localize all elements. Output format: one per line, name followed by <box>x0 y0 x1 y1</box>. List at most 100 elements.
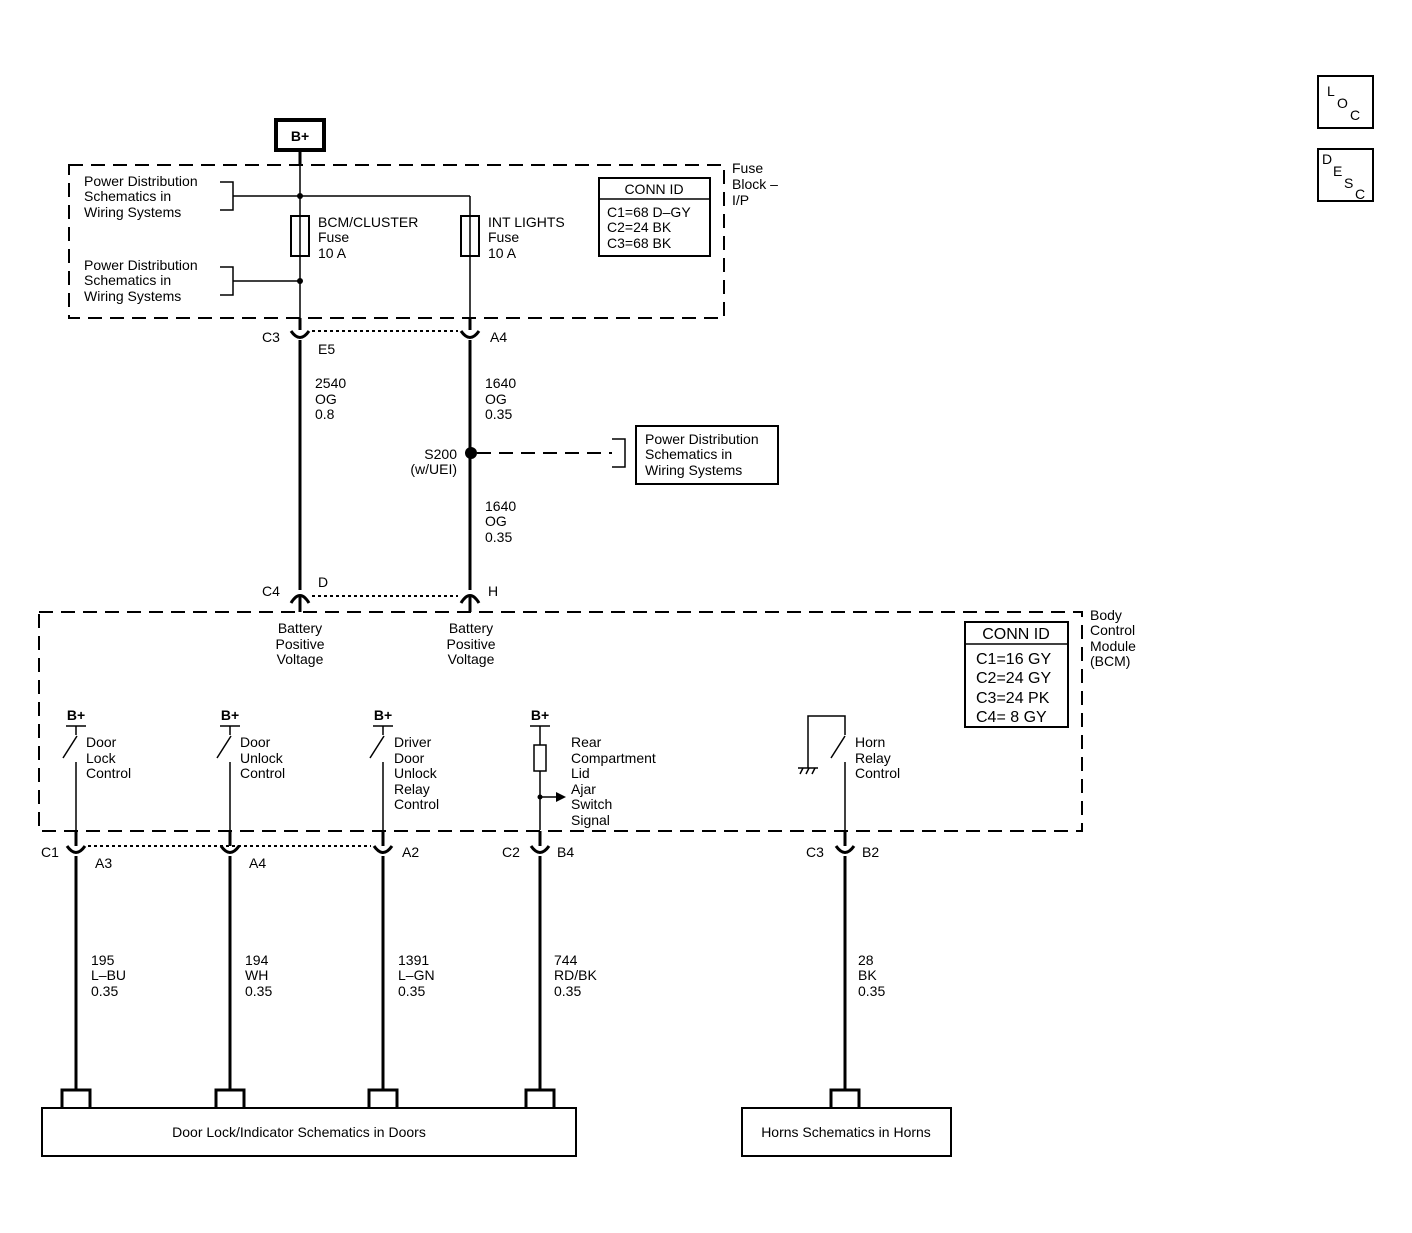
desc-icon[interactable]: D E S C <box>1317 148 1374 202</box>
svg-text:Wiring Systems: Wiring Systems <box>84 288 181 304</box>
svg-text:1640: 1640 <box>485 375 516 391</box>
wire-28-label: 28 BK 0.35 <box>858 952 885 999</box>
pds-reference-1: Power Distribution Schematics in Wiring … <box>84 173 234 220</box>
svg-text:0.35: 0.35 <box>91 983 118 999</box>
svg-text:Compartment: Compartment <box>571 750 656 766</box>
connector-c3-e5: C3 E5 <box>262 318 335 357</box>
svg-text:Voltage: Voltage <box>277 651 324 667</box>
connector-c2-b4: C2 B4 <box>502 831 574 860</box>
svg-text:Fuse: Fuse <box>732 160 763 176</box>
svg-text:A3: A3 <box>95 855 112 871</box>
svg-text:Control: Control <box>240 765 285 781</box>
svg-text:Rear: Rear <box>571 734 602 750</box>
connector-a2: A2 <box>372 831 419 860</box>
svg-text:194: 194 <box>245 952 269 968</box>
splice-s200: S200 (w/UEI) <box>410 446 477 477</box>
svg-text:Ajar: Ajar <box>571 781 596 797</box>
fuse-block-outline <box>68 164 725 319</box>
svg-text:Door: Door <box>394 750 425 766</box>
svg-text:BCM/CLUSTER: BCM/CLUSTER <box>318 214 418 230</box>
svg-text:Door: Door <box>240 734 271 750</box>
svg-text:C3=24 PK: C3=24 PK <box>976 690 1050 707</box>
svg-text:2540: 2540 <box>315 375 346 391</box>
svg-text:Power Distribution: Power Distribution <box>84 173 198 189</box>
wire-194-label: 194 WH 0.35 <box>245 952 272 999</box>
horn-relay-control-switch: Horn Relay Control <box>798 715 900 830</box>
svg-text:Schematics in: Schematics in <box>645 446 732 462</box>
bcm-label: Body Control Module (BCM) <box>1090 607 1136 669</box>
svg-text:E: E <box>1333 163 1342 179</box>
svg-text:B+: B+ <box>221 707 239 723</box>
svg-text:C4= 8 GY: C4= 8 GY <box>976 709 1047 726</box>
svg-text:C1=16 GY: C1=16 GY <box>976 651 1051 668</box>
svg-text:WH: WH <box>245 967 268 983</box>
svg-text:A4: A4 <box>249 855 266 871</box>
wire-1391-label: 1391 L–GN 0.35 <box>398 952 435 999</box>
driver-door-unlock-relay-switch: B+ Driver Door Unlock Relay Control <box>369 707 439 830</box>
svg-text:Battery: Battery <box>449 620 493 636</box>
svg-text:A2: A2 <box>402 844 419 860</box>
svg-text:OG: OG <box>485 391 507 407</box>
svg-text:D: D <box>318 574 328 590</box>
svg-text:INT LIGHTS: INT LIGHTS <box>488 214 565 230</box>
svg-text:0.8: 0.8 <box>315 406 335 422</box>
svg-text:0.35: 0.35 <box>485 406 512 422</box>
svg-text:Door: Door <box>86 734 117 750</box>
svg-text:Battery: Battery <box>278 620 322 636</box>
svg-text:Lock: Lock <box>86 750 117 766</box>
svg-text:OG: OG <box>315 391 337 407</box>
svg-text:0.35: 0.35 <box>245 983 272 999</box>
bcm-outline <box>38 611 1083 832</box>
svg-text:Switch: Switch <box>571 796 612 812</box>
svg-text:Fuse: Fuse <box>318 229 349 245</box>
svg-text:1640: 1640 <box>485 498 516 514</box>
door-lock-control-switch: B+ Door Lock Control <box>62 707 131 830</box>
svg-text:C2=24 GY: C2=24 GY <box>976 670 1051 687</box>
svg-text:Wiring Systems: Wiring Systems <box>84 204 181 220</box>
svg-text:(BCM): (BCM) <box>1090 653 1130 669</box>
svg-text:Horns Schematics in Horns: Horns Schematics in Horns <box>761 1124 931 1140</box>
fuse-block-label: Fuse Block – I/P <box>732 160 778 208</box>
svg-text:Control: Control <box>394 796 439 812</box>
battery-source: B+ <box>274 118 326 152</box>
svg-text:S: S <box>1344 175 1353 191</box>
svg-text:Control: Control <box>86 765 131 781</box>
door-lock-indicator-reference[interactable]: Door Lock/Indicator Schematics in Doors <box>41 1107 577 1157</box>
svg-text:Unlock: Unlock <box>240 750 284 766</box>
svg-text:BK: BK <box>858 967 877 983</box>
rear-compartment-lid-ajar-signal: B+ Rear Compartment Lid Ajar Switch Sign… <box>530 707 656 830</box>
svg-text:CONN ID: CONN ID <box>624 181 683 197</box>
svg-text:Door Lock/Indicator Schematics: Door Lock/Indicator Schematics in Doors <box>172 1124 426 1140</box>
svg-text:C: C <box>1355 186 1365 202</box>
svg-text:S200: S200 <box>424 446 457 462</box>
svg-text:B2: B2 <box>862 844 879 860</box>
svg-text:RD/BK: RD/BK <box>554 967 597 983</box>
svg-text:C1=68 D–GY: C1=68 D–GY <box>607 204 691 220</box>
svg-text:B+: B+ <box>531 707 549 723</box>
loc-icon[interactable]: L O C <box>1317 75 1374 129</box>
svg-text:B+: B+ <box>374 707 392 723</box>
svg-text:Wiring Systems: Wiring Systems <box>645 462 742 478</box>
bcm-conn-id: CONN ID C1=16 GY C2=24 GY C3=24 PK C4= 8… <box>964 621 1069 728</box>
svg-text:0.35: 0.35 <box>858 983 885 999</box>
svg-text:C3: C3 <box>262 329 280 345</box>
connector-a4: A4 <box>459 318 507 345</box>
svg-text:10 A: 10 A <box>318 245 347 261</box>
svg-text:Power Distribution: Power Distribution <box>84 257 198 273</box>
horns-reference[interactable]: Horns Schematics in Horns <box>741 1107 952 1157</box>
svg-text:Positive: Positive <box>275 636 324 652</box>
wire-195-label: 195 L–BU 0.35 <box>91 952 126 999</box>
pds-reference-3: Power Distribution Schematics in Wiring … <box>635 425 779 485</box>
svg-text:10 A: 10 A <box>488 245 517 261</box>
svg-text:C4: C4 <box>262 583 280 599</box>
svg-text:C2=24 BK: C2=24 BK <box>607 219 672 235</box>
svg-text:Relay: Relay <box>394 781 430 797</box>
svg-text:Relay: Relay <box>855 750 891 766</box>
svg-text:0.35: 0.35 <box>554 983 581 999</box>
svg-text:OG: OG <box>485 513 507 529</box>
svg-text:Unlock: Unlock <box>394 765 438 781</box>
door-unlock-control-switch: B+ Door Unlock Control <box>216 707 285 830</box>
int-lights-fuse: INT LIGHTS Fuse 10 A <box>460 214 565 318</box>
pds-reference-2: Power Distribution Schematics in Wiring … <box>84 257 234 304</box>
svg-text:E5: E5 <box>318 341 335 357</box>
